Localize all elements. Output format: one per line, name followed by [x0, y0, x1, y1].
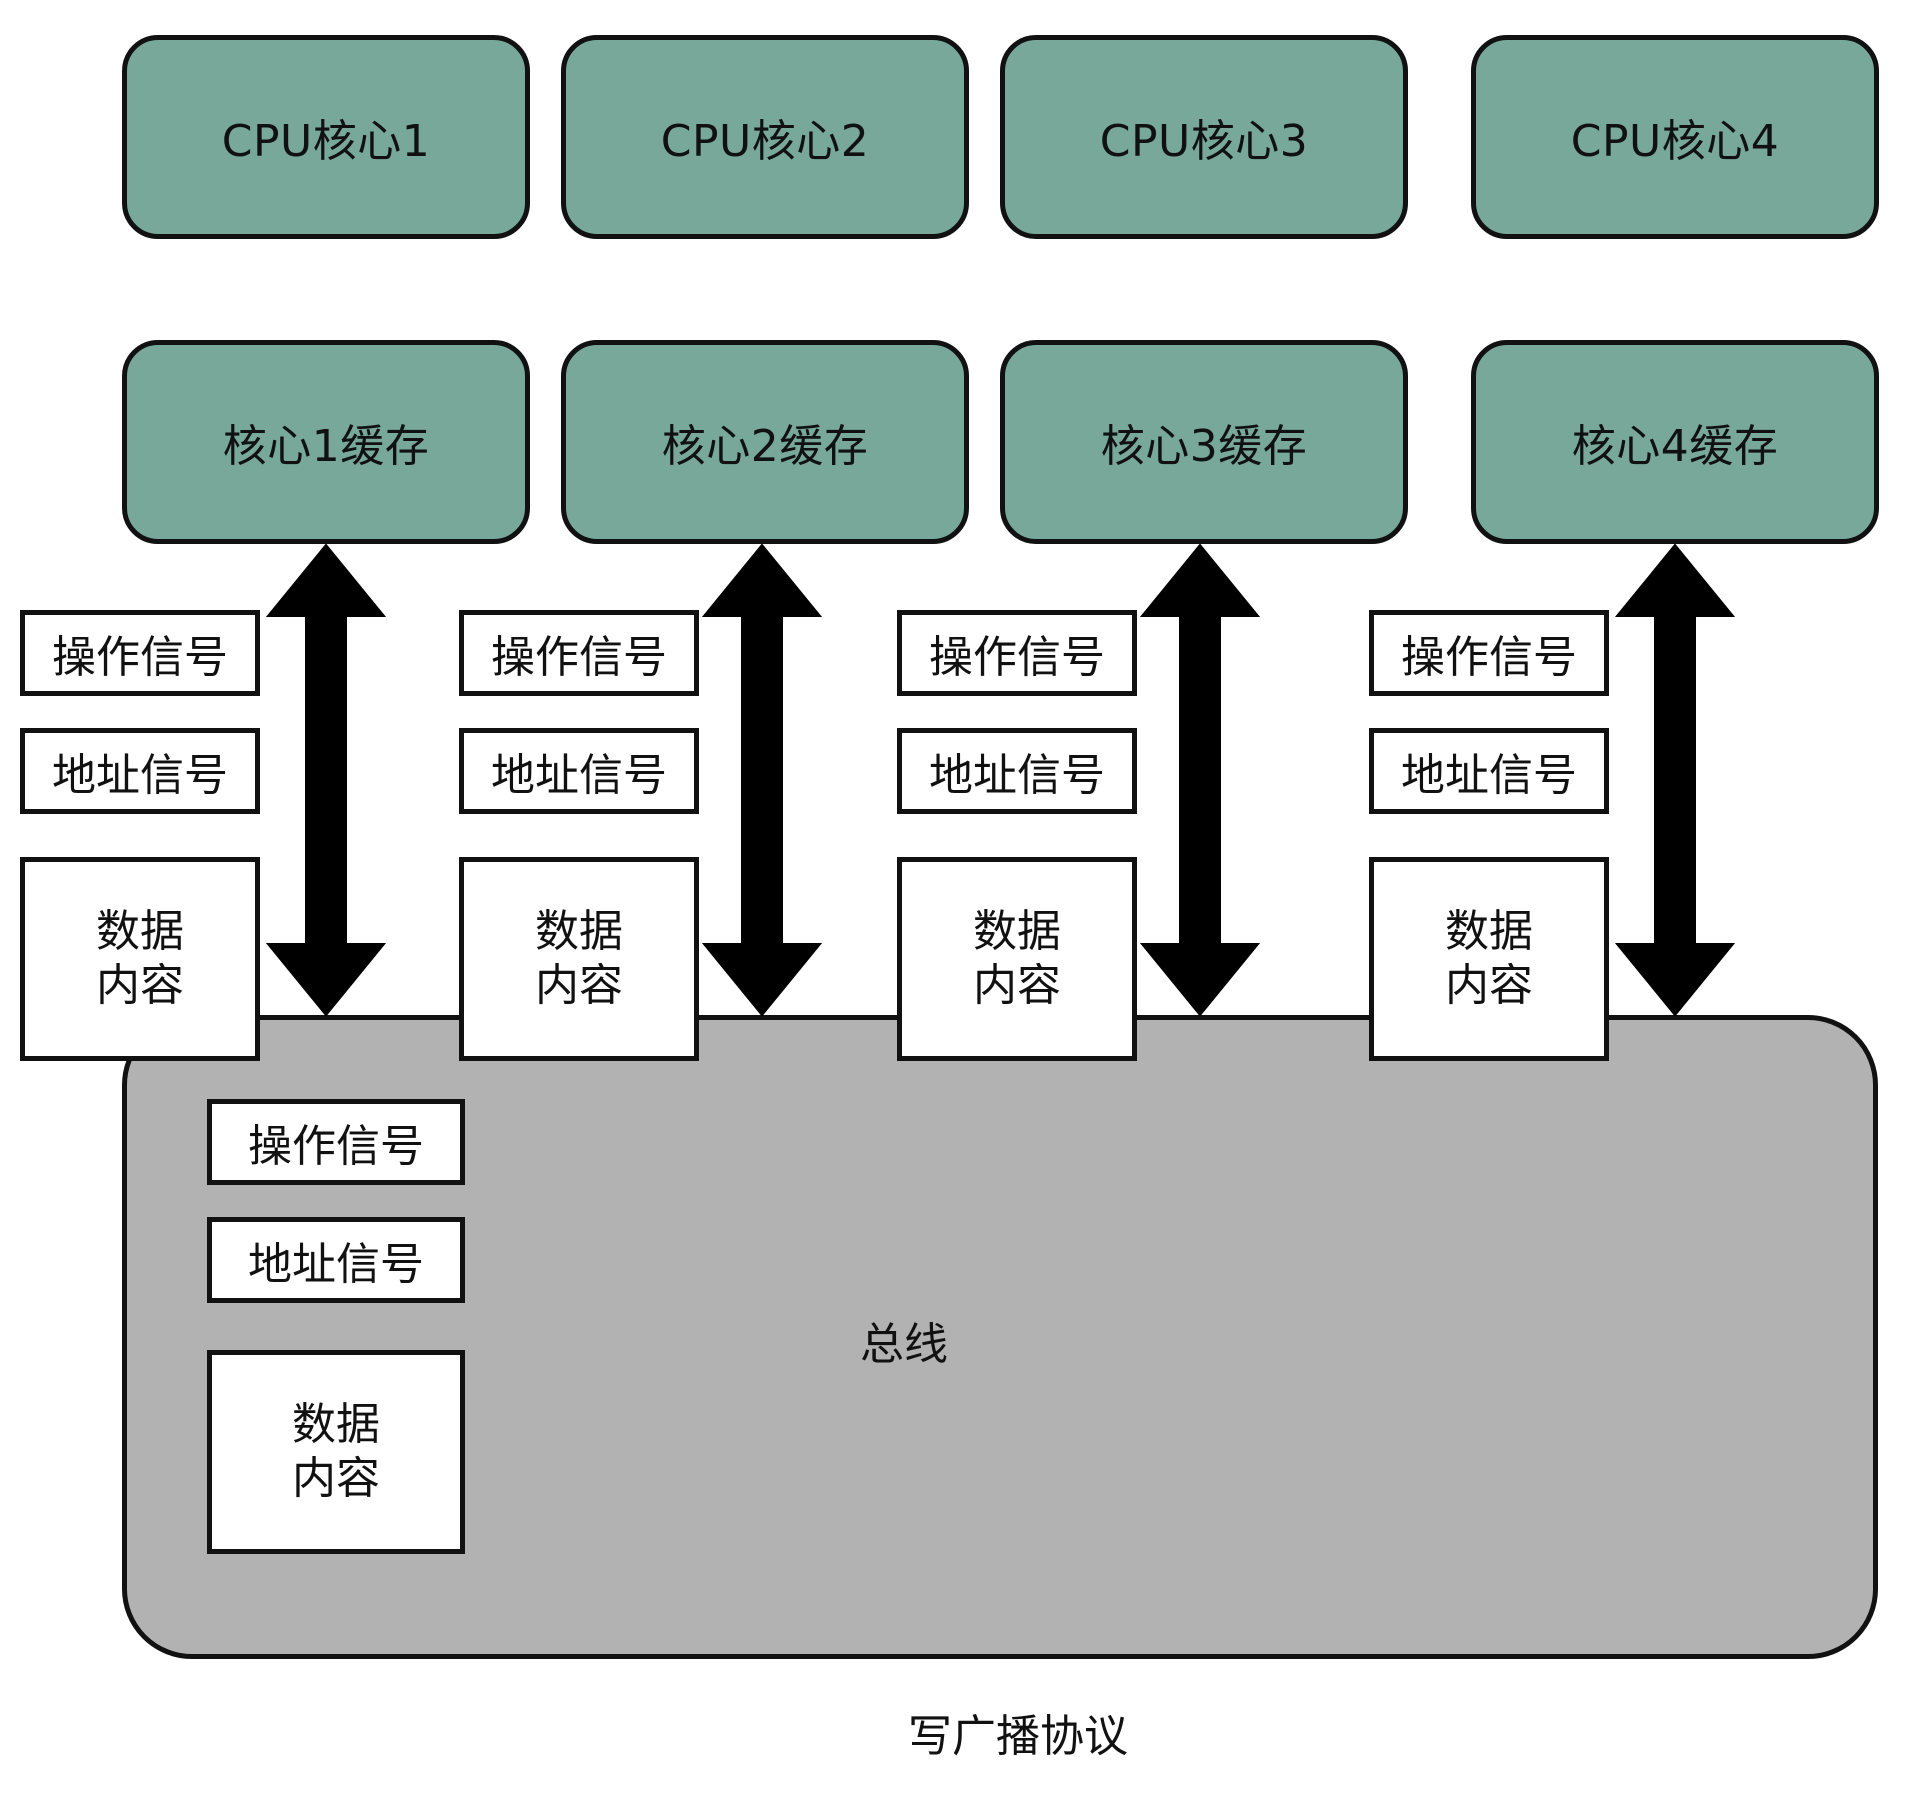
bus-label: 总线 — [860, 1319, 948, 1370]
cpu-core-1: CPU核心1 — [122, 35, 530, 239]
bus: 操作信号 地址信号 数据 内容 — [122, 1015, 1878, 1659]
arrow-core-1-bus — [265, 543, 387, 1017]
core-4-data-content: 数据 内容 — [1369, 857, 1609, 1061]
core-4-cache-label: 核心4缓存 — [1571, 421, 1779, 472]
core-3-cache: 核心3缓存 — [1000, 340, 1408, 544]
core-4-data-content-line2: 内容 — [1445, 960, 1533, 1011]
core-2-address-signal-label: 地址信号 — [491, 750, 667, 801]
arrow-core-2-bus — [701, 543, 823, 1017]
core-2-operation-signal: 操作信号 — [459, 610, 699, 696]
core-1-data-content-line1: 数据 — [96, 906, 184, 957]
core-2-data-content-line1: 数据 — [535, 906, 623, 957]
cpu-core-3-label: CPU核心3 — [1099, 116, 1309, 167]
core-4-operation-signal-label: 操作信号 — [1401, 632, 1577, 683]
core-4-address-signal: 地址信号 — [1369, 728, 1609, 814]
cpu-core-2-label: CPU核心2 — [660, 116, 870, 167]
core-1-address-signal: 地址信号 — [20, 728, 260, 814]
core-2-cache-label: 核心2缓存 — [661, 421, 869, 472]
core-3-operation-signal-label: 操作信号 — [929, 632, 1105, 683]
core-2-address-signal: 地址信号 — [459, 728, 699, 814]
core-4-address-signal-label: 地址信号 — [1401, 750, 1577, 801]
core-3-cache-label: 核心3缓存 — [1100, 421, 1308, 472]
bus-operation-signal: 操作信号 — [207, 1099, 465, 1185]
bus-data-content-line2: 内容 — [292, 1453, 380, 1504]
bus-address-signal: 地址信号 — [207, 1217, 465, 1303]
core-3-operation-signal: 操作信号 — [897, 610, 1137, 696]
cpu-core-1-label: CPU核心1 — [221, 116, 431, 167]
bus-data-content: 数据 内容 — [207, 1350, 465, 1554]
core-1-data-content: 数据 内容 — [20, 857, 260, 1061]
diagram-caption: 写广播协议 — [908, 1711, 1128, 1762]
core-1-cache-label: 核心1缓存 — [222, 421, 430, 472]
core-4-cache: 核心4缓存 — [1471, 340, 1879, 544]
cpu-core-3: CPU核心3 — [1000, 35, 1408, 239]
core-2-operation-signal-label: 操作信号 — [491, 632, 667, 683]
arrow-core-4-bus — [1614, 543, 1736, 1017]
core-3-data-content: 数据 内容 — [897, 857, 1137, 1061]
cpu-core-4-label: CPU核心4 — [1570, 116, 1780, 167]
bus-operation-signal-label: 操作信号 — [248, 1121, 424, 1172]
core-4-operation-signal: 操作信号 — [1369, 610, 1609, 696]
core-2-cache: 核心2缓存 — [561, 340, 969, 544]
arrow-core-3-bus — [1139, 543, 1261, 1017]
core-2-data-content-line2: 内容 — [535, 960, 623, 1011]
cpu-core-4: CPU核心4 — [1471, 35, 1879, 239]
core-1-cache: 核心1缓存 — [122, 340, 530, 544]
core-1-address-signal-label: 地址信号 — [52, 750, 228, 801]
core-3-address-signal-label: 地址信号 — [929, 750, 1105, 801]
bus-address-signal-label: 地址信号 — [248, 1239, 424, 1290]
bus-data-content-line1: 数据 — [292, 1399, 380, 1450]
core-1-operation-signal-label: 操作信号 — [52, 632, 228, 683]
core-1-data-content-line2: 内容 — [96, 960, 184, 1011]
core-3-data-content-line1: 数据 — [973, 906, 1061, 957]
core-2-data-content: 数据 内容 — [459, 857, 699, 1061]
core-4-data-content-line1: 数据 — [1445, 906, 1533, 957]
core-3-address-signal: 地址信号 — [897, 728, 1137, 814]
cpu-core-2: CPU核心2 — [561, 35, 969, 239]
core-1-operation-signal: 操作信号 — [20, 610, 260, 696]
core-3-data-content-line2: 内容 — [973, 960, 1061, 1011]
